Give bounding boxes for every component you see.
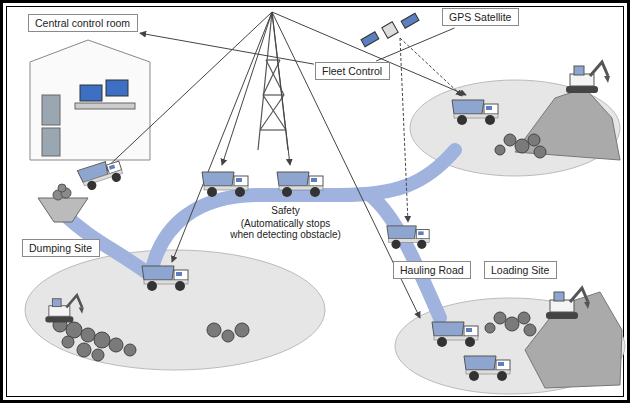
dump-truck xyxy=(464,356,510,381)
server-rack xyxy=(42,128,60,156)
dump-truck xyxy=(77,158,124,193)
box-label: GPS Satellite xyxy=(449,11,512,23)
dump-truck xyxy=(452,100,498,125)
box-label: Fleet Control xyxy=(322,65,383,77)
safety-heading: Safety xyxy=(228,205,343,216)
gps-link xyxy=(400,38,462,222)
dozer xyxy=(45,295,84,322)
label-box: Hauling Road xyxy=(393,261,471,279)
box-label: Hauling Road xyxy=(400,264,464,276)
control-building xyxy=(30,40,150,160)
dump-truck xyxy=(142,266,188,291)
safety-note: (Automatically stops when detecting obst… xyxy=(228,218,343,240)
server-rack xyxy=(42,95,60,125)
radio-link xyxy=(376,28,454,61)
monitor xyxy=(106,80,128,96)
ore-pile xyxy=(53,184,71,200)
radio-link xyxy=(140,33,314,64)
box-label: Loading Site xyxy=(491,264,550,276)
label-box: GPS Satellite xyxy=(442,8,519,26)
monitor xyxy=(80,85,102,101)
dump-truck xyxy=(277,172,323,197)
label-box: Dumping Site xyxy=(22,239,100,257)
dump-truck xyxy=(202,172,248,197)
box-label: Dumping Site xyxy=(29,242,93,254)
label-box: Central control room xyxy=(28,14,138,32)
label-box: Loading Site xyxy=(484,261,557,279)
label-box: Fleet Control xyxy=(315,62,390,80)
dumping-ground xyxy=(25,250,325,370)
hauling-road xyxy=(62,150,455,318)
dump-truck xyxy=(432,322,478,347)
rock-face xyxy=(515,88,620,160)
gps-satellite-icon xyxy=(361,13,419,46)
hopper xyxy=(38,198,88,222)
road-segment xyxy=(370,195,440,318)
desk xyxy=(75,103,135,109)
excavator xyxy=(546,288,590,319)
rock-pile xyxy=(53,134,546,361)
excavator xyxy=(566,62,610,93)
dump-truck xyxy=(387,226,429,249)
radio-link xyxy=(102,12,466,318)
box-label: Central control room xyxy=(35,17,131,29)
radio-tower xyxy=(258,12,288,150)
